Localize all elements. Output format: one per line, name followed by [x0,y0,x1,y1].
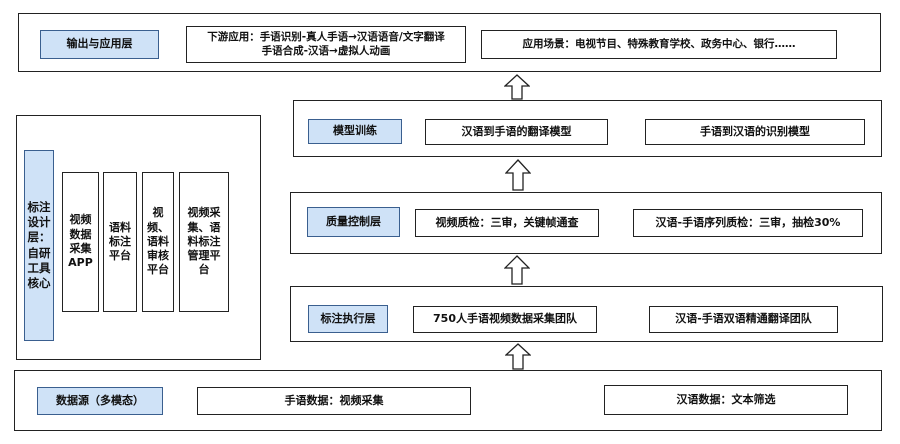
sequence-qc-box: 汉语-手语序列质检：三审，抽检30% [633,209,863,237]
collection-team-box: 750人手语视频数据采集团队 [413,306,597,333]
arrow-up-icon [504,74,530,100]
output-layer-tag: 输出与应用层 [40,30,159,59]
translation-team-box: 汉语-手语双语精通翻译团队 [649,306,838,333]
downstream-line-1: 下游应用：手语识别-真人手语→汉语语音/文字翻译 [207,30,445,43]
arrow-up-icon [505,159,531,191]
tool-management-platform: 视频采集、语料标注管理平台 [179,172,229,312]
downstream-line-2: 手语合成-汉语→虚拟人动画 [261,44,391,57]
chinese-to-sign-model: 汉语到手语的翻译模型 [425,119,608,145]
arrow-up-icon [505,343,531,370]
model-training-tag: 模型训练 [308,119,402,144]
quality-control-tag: 质量控制层 [307,207,400,237]
data-source-tag: 数据源（多模态） [37,387,163,415]
chinese-data-box: 汉语数据：文本筛选 [604,385,848,415]
annotation-execution-tag: 标注执行层 [308,305,388,333]
tool-review-platform: 视频、语料审核平台 [142,172,174,312]
application-scenarios-box: 应用场景：电视节目、特殊教育学校、政务中心、银行…… [481,30,837,59]
downstream-applications-box: 下游应用：手语识别-真人手语→汉语语音/文字翻译 手语合成-汉语→虚拟人动画 [186,26,466,63]
tool-video-collection-app: 视频数据采集APP [62,172,99,312]
sign-to-chinese-model: 手语到汉语的识别模型 [645,119,865,145]
tool-corpus-annotation-platform: 语料标注平台 [103,172,137,312]
video-qc-box: 视频质检：三审，关键帧通查 [415,209,599,237]
sign-data-box: 手语数据：视频采集 [197,387,471,415]
arrow-up-icon [504,255,530,285]
annotation-design-tag: 标注设计层：自研工具核心 [24,150,54,341]
